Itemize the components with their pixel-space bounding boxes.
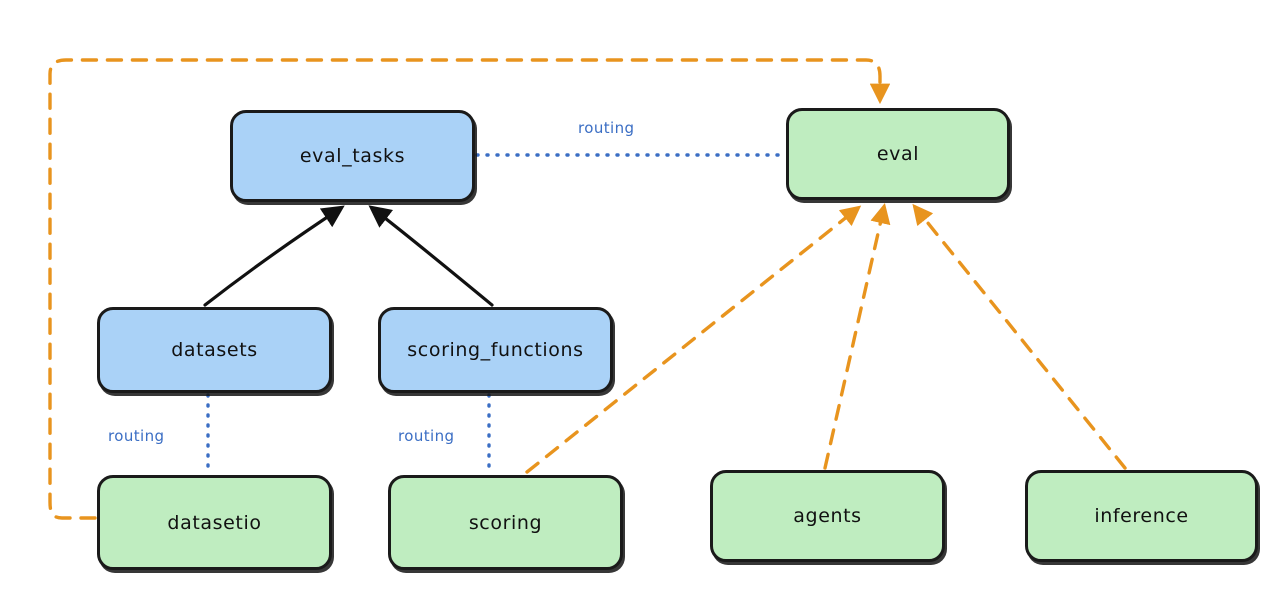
node-label: agents	[793, 505, 862, 527]
edge-label-routing-datasets: routing	[108, 427, 165, 445]
node-label: scoring_functions	[407, 339, 584, 361]
edge-label-routing-eval-tasks: routing	[578, 119, 635, 137]
node-label: datasetio	[167, 511, 262, 534]
node-eval[interactable]: eval	[786, 108, 1010, 200]
node-datasets[interactable]: datasets	[97, 307, 332, 393]
edge-label-routing-scoring-functions: routing	[398, 427, 455, 445]
node-inference[interactable]: inference	[1025, 470, 1258, 562]
edge-scoring-functions-to-eval-tasks	[368, 205, 494, 307]
edge-scoring-to-eval-dependency	[525, 205, 862, 474]
node-label: inference	[1094, 505, 1189, 527]
node-datasetio[interactable]: datasetio	[97, 475, 332, 570]
node-eval-tasks[interactable]: eval_tasks	[230, 110, 475, 202]
node-agents[interactable]: agents	[710, 470, 945, 562]
node-label: eval_tasks	[299, 145, 406, 167]
node-label: eval	[876, 143, 920, 165]
node-scoring[interactable]: scoring	[388, 475, 623, 570]
edge-datasets-to-eval-tasks	[203, 205, 345, 307]
edge-inference-to-eval-dependency	[912, 203, 1127, 470]
node-label: scoring	[468, 511, 543, 534]
node-label: datasets	[171, 339, 258, 361]
edge-agents-to-eval-dependency	[823, 203, 891, 470]
node-scoring-functions[interactable]: scoring_functions	[378, 307, 613, 393]
